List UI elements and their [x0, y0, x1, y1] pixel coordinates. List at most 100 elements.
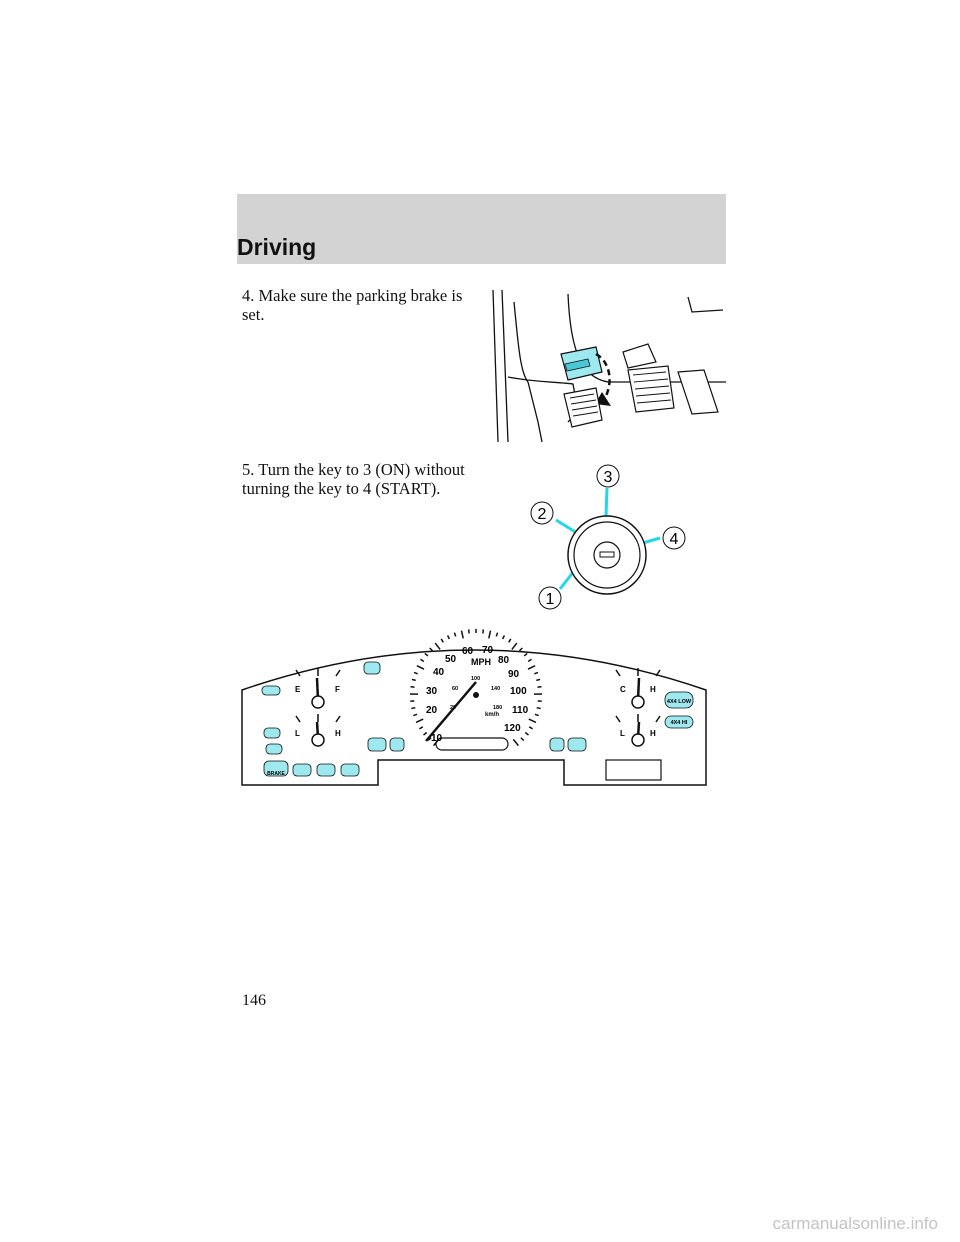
engine-icon: [265, 743, 283, 755]
mph-label-10: 10: [431, 733, 443, 744]
fuel-gauge: E F: [295, 668, 341, 709]
seatbelt-icon: [316, 763, 336, 777]
ignition-switch-diagram: 3 2 4 1: [530, 464, 686, 610]
speedometer-tick: [501, 635, 506, 640]
warning-lights: BRAKE 4X4 LOW 4X4 HI: [261, 661, 694, 777]
right-turn-signal-icon: [549, 737, 565, 752]
battery-icon: [263, 727, 281, 739]
speedometer-tick: [415, 718, 424, 724]
speedometer-tick: [460, 630, 464, 639]
brake-pedal: [563, 387, 603, 428]
mph-label-60: 60: [462, 646, 474, 657]
safety-icon: [367, 737, 387, 752]
parking-brake-illustration: [492, 289, 726, 443]
speedometer-tick: [534, 713, 539, 717]
speedometer-tick: [512, 738, 519, 747]
speedometer-tick: [424, 652, 429, 657]
oil-low-label: L: [295, 729, 300, 738]
mph-label-80: 80: [498, 655, 510, 666]
cluster-outline: [241, 649, 707, 786]
mph-label-120: 120: [504, 723, 521, 734]
mph-label-50: 50: [445, 654, 457, 665]
4x4-hi-label: 4X4 HI: [671, 720, 688, 726]
temperature-gauge: C H: [615, 668, 661, 709]
oil-high-label: H: [335, 729, 341, 738]
speedometer-tick: [528, 726, 533, 730]
speedometer-tick: [518, 647, 523, 652]
position-4-label: 4: [670, 531, 679, 548]
temp-cold-label: C: [620, 685, 626, 694]
speedometer-tick: [453, 632, 457, 637]
side-pedal: [677, 369, 719, 415]
speedometer-tick: [434, 642, 441, 650]
volt-low-label: L: [620, 729, 625, 738]
mph-label-30: 30: [426, 686, 438, 697]
speedometer-tick: [411, 678, 416, 682]
speedometer-needle: [425, 681, 477, 742]
speedometer-tick: [423, 731, 428, 736]
message-center-display: [435, 737, 509, 751]
airbag-icon: [340, 763, 360, 777]
fuel-full-label: F: [335, 685, 340, 694]
cruise-control-icon: [567, 737, 587, 752]
temp-hot-label: H: [650, 685, 656, 694]
speedometer-tick: [488, 630, 492, 639]
speedometer-tick: [527, 658, 532, 663]
speedometer-tick: [527, 665, 536, 670]
instrument-cluster-illustration: MPH km/h 10 20 30 40 50 60 70 80 90 100 …: [241, 629, 707, 786]
position-3-label: 3: [604, 469, 613, 486]
headlamp-icon: [363, 661, 381, 675]
mph-label-20: 20: [426, 705, 438, 716]
speedometer-tick: [528, 718, 537, 724]
4x4-low-label: 4X4 LOW: [667, 699, 692, 705]
parking-brake-pedal: [560, 346, 603, 381]
accelerator-pedal: [622, 343, 675, 413]
mph-label-40: 40: [433, 667, 445, 678]
speedometer: MPH km/h 10 20 30 40 50 60 70 80 90 100 …: [409, 629, 543, 747]
position-1-leader: [558, 570, 576, 590]
speedometer-tick: [534, 671, 539, 675]
speedometer-tick: [440, 638, 444, 643]
speedometer-tick: [524, 731, 529, 736]
speedometer-tick: [427, 737, 432, 742]
speedometer-tick: [446, 635, 451, 640]
kmh-label-100: 100: [471, 676, 480, 682]
brake-label: BRAKE: [267, 771, 285, 777]
position-2-leader: [555, 518, 578, 535]
speedometer-tick: [523, 652, 528, 657]
section-title: Driving: [237, 234, 317, 260]
mph-label-70: 70: [482, 645, 494, 656]
speedometer-tick: [536, 678, 541, 682]
speedometer-tick: [536, 706, 541, 710]
speedometer-tick: [419, 726, 424, 730]
speedometer-tick: [413, 671, 418, 675]
speedometer-tick: [410, 685, 415, 688]
mph-unit-label: MPH: [471, 657, 491, 667]
left-turn-signal-icon: [389, 737, 405, 752]
position-1-label: 1: [546, 591, 555, 608]
4x4-hi-indicator: [664, 715, 694, 729]
position-3-leader: [604, 487, 609, 518]
section-header-band: [237, 194, 726, 264]
speedometer-tick: [511, 642, 518, 650]
speedometer-tick: [429, 647, 434, 652]
mph-label-90: 90: [508, 669, 520, 680]
speedometer-tick: [411, 706, 416, 710]
position-2-label: 2: [538, 506, 547, 523]
wrench-icon: [261, 685, 281, 696]
speedometer-tick: [420, 658, 425, 663]
watermark: carmanualsonline.info: [772, 1214, 938, 1233]
mph-label-100: 100: [510, 686, 527, 697]
step-5-text: 5. Turn the key to 3 (ON) without turnin…: [242, 460, 465, 498]
page-number: 146: [242, 992, 266, 1009]
kmh-label-60: 60: [452, 686, 458, 692]
voltmeter-gauge: L H: [615, 714, 661, 747]
odometer-display: [605, 759, 662, 781]
speedometer-tick: [520, 737, 525, 742]
speedometer-tick: [416, 665, 425, 670]
speedometer-tick: [537, 685, 542, 688]
kmh-unit-label: km/h: [485, 712, 499, 718]
speedometer-tick: [413, 713, 418, 717]
speedometer-tick: [508, 638, 512, 643]
mph-label-110: 110: [512, 705, 529, 716]
